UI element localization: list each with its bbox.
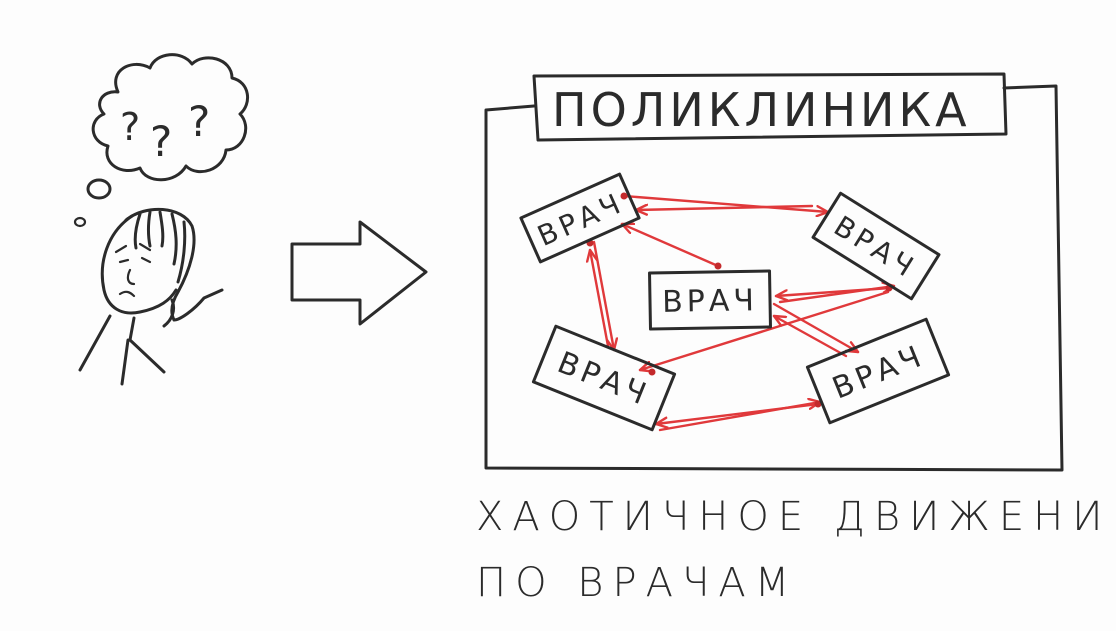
connector-dot: [814, 400, 822, 408]
thought-cloud: [91, 53, 249, 182]
arrow-br-to-c: [772, 314, 848, 358]
thought-bubble-small: [73, 216, 87, 228]
doctor-box-center: ВРАЧ: [648, 269, 772, 331]
eyebrow-right: [138, 242, 152, 252]
arrow-bl-to-tl: [590, 248, 610, 348]
polyclinic: ПОЛИКЛИНИКА ВРАЧ: [484, 72, 1064, 472]
doctor-box-top-right: ВРАЧ: [811, 191, 941, 301]
eye-left: [118, 258, 130, 264]
hair: [124, 207, 224, 328]
head-outline: [100, 214, 178, 315]
title-signboard: [532, 72, 1008, 142]
question-mark-3: ?: [188, 97, 214, 146]
arrow-bl-to-br: [658, 402, 822, 432]
confused-person: ? ? ?: [73, 53, 249, 386]
doctor-label: ВРАЧ: [828, 209, 922, 285]
arrow-c-to-tl: [620, 224, 720, 268]
arrow-tr-to-tl: [634, 206, 814, 210]
neck-and-shoulders: [78, 314, 166, 386]
arrow-c-to-br: [772, 302, 860, 354]
movement-arrows: [587, 192, 896, 432]
question-mark-2: ?: [150, 117, 176, 166]
doctor-label: ВРАЧ: [662, 283, 758, 320]
doctor-label: ВРАЧ: [552, 345, 654, 413]
transition-arrow: [290, 220, 428, 326]
arrow-tr-to-bl: [638, 290, 890, 370]
building-outline: [484, 84, 1064, 472]
eye-right: [140, 256, 152, 264]
connector-dot: [620, 192, 628, 200]
nose: [126, 268, 136, 286]
connector-dot: [648, 368, 656, 376]
mouth: [118, 290, 136, 298]
clinic-title: ПОЛИКЛИНИКА: [552, 83, 971, 137]
arrow-c-to-tr: [778, 286, 896, 304]
doctor-label: ВРАЧ: [828, 338, 930, 406]
eyebrow-left: [114, 244, 128, 254]
arrow-tl-to-bl: [592, 240, 614, 352]
arrow-tl-to-tr: [622, 194, 830, 212]
caption-line-1: ХАОТИЧНОЕ ДВИЖЕНИЕ: [476, 494, 1116, 540]
doctor-box-bottom-left: ВРАЧ: [531, 324, 677, 432]
doctor-box-top-left: ВРАЧ: [519, 172, 641, 264]
question-mark-1: ?: [120, 105, 144, 149]
thought-bubble-medium: [86, 178, 112, 200]
caption-line-2: ПО ВРАЧАМ: [476, 560, 799, 606]
connector-dot: [714, 262, 722, 270]
